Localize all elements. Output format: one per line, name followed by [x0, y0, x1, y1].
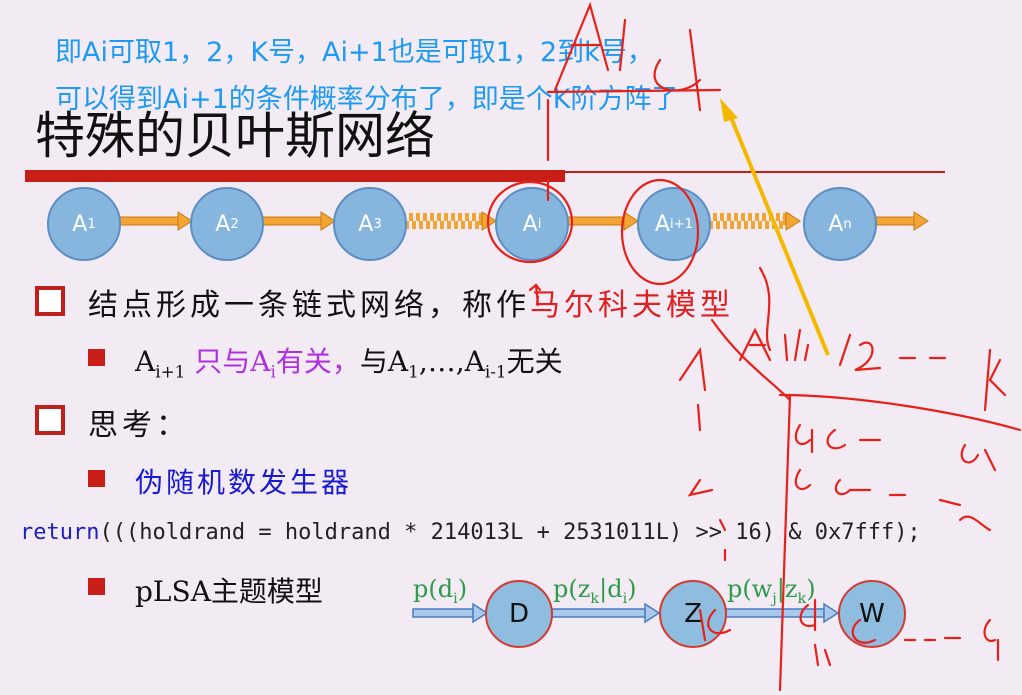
- node-subscript: n: [843, 216, 852, 232]
- label-text: ): [457, 575, 468, 603]
- label-p-zk-di: p(zk|di): [553, 575, 637, 607]
- bullet-text: 结点形成一条链式网络，称作: [88, 288, 530, 323]
- bullet-thinking: 思考：: [88, 408, 190, 443]
- label-p-di: p(di): [413, 575, 467, 607]
- var: A: [250, 345, 271, 378]
- label-sub: i: [622, 590, 628, 607]
- node-subscript: 1: [87, 216, 96, 232]
- code-keyword: return: [20, 520, 100, 545]
- var-sub: 1: [408, 361, 419, 382]
- label-text: |d: [599, 575, 623, 603]
- caption-line-2: 可以得到Ai+1的条件概率分布了，即是个K阶方阵了: [55, 84, 679, 115]
- text: 无关: [506, 345, 563, 378]
- node-label: A: [522, 211, 538, 237]
- bullet-markov: 结点形成一条链式网络，称作马尔科夫模型: [88, 280, 734, 324]
- node-subscript: 2: [230, 216, 239, 232]
- caption-line-1: 即Ai可取1，2，K号，Ai+1也是可取1，2到k号，: [55, 37, 654, 68]
- node-label: A: [215, 211, 231, 237]
- label-p-wj-zk: p(wj|zk): [727, 575, 816, 607]
- label-text: p(z: [553, 575, 591, 603]
- var: A: [135, 345, 156, 378]
- bullet-prng: 伪随机数发生器: [135, 466, 353, 499]
- hollow-bullet-icon: [35, 286, 65, 316]
- markov-model-highlight: 马尔科夫模型: [530, 288, 734, 323]
- node-label: A: [358, 211, 374, 237]
- title-divider-thick: [25, 170, 565, 182]
- plsa-node-z: Z: [659, 580, 727, 648]
- text: ,…,A: [418, 345, 485, 378]
- node-subscript: 3: [373, 216, 382, 232]
- hollow-bullet-icon: [35, 405, 65, 435]
- label-sub: k: [797, 590, 807, 607]
- text-purple: 有关，: [275, 345, 360, 378]
- slide-title: 特殊的贝叶斯网络: [35, 107, 435, 165]
- node-subscript: i+1: [669, 216, 694, 232]
- var-sub: i-1: [484, 361, 507, 382]
- label-sub: j: [772, 590, 777, 607]
- plsa-node-d: D: [485, 580, 553, 648]
- var-sub: i: [270, 361, 276, 382]
- bullet-plsa: pLSA主题模型: [135, 575, 323, 608]
- label-text: |z: [776, 575, 798, 603]
- text-purple: 只与: [194, 345, 251, 378]
- plsa-arrows: [412, 602, 840, 624]
- label-text: p(d: [413, 575, 454, 603]
- code-body: (((holdrand = holdrand * 214013L + 25310…: [99, 520, 921, 545]
- chain-arrows: [115, 211, 929, 231]
- label-text: p(w: [727, 575, 773, 603]
- filled-bullet-icon: [88, 470, 105, 487]
- node-label: A: [72, 211, 88, 237]
- node-label: A: [654, 211, 670, 237]
- bullet-markov-detail: Ai+1 只与Ai有关，与A1,…,Ai-1无关: [135, 340, 563, 382]
- plsa-node-w: W: [838, 580, 906, 648]
- label-sub: i: [453, 590, 458, 607]
- node-label: A: [828, 211, 844, 237]
- text: 与A: [359, 345, 409, 378]
- filled-bullet-icon: [88, 349, 105, 366]
- code-line: return(((holdrand = holdrand * 214013L +…: [20, 520, 921, 545]
- label-sub: k: [590, 590, 600, 607]
- var-sub: i+1: [155, 361, 186, 382]
- node-subscript: i: [537, 216, 542, 232]
- filled-bullet-icon: [88, 578, 105, 595]
